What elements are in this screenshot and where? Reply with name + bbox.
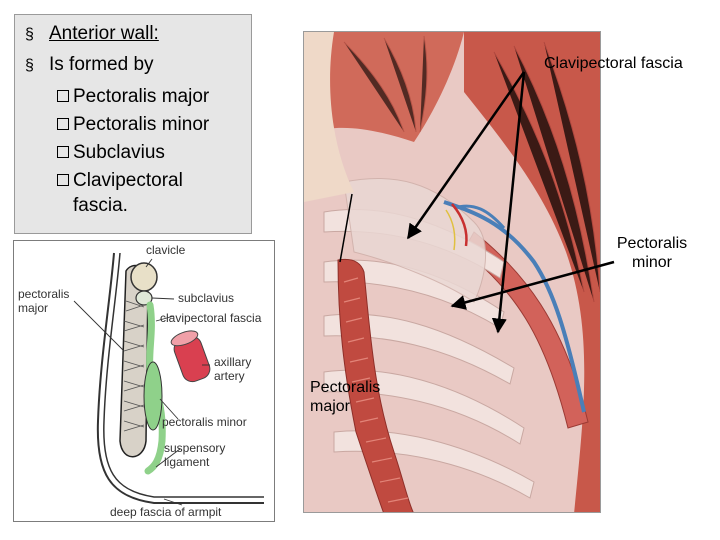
checkbox-bullet-icon	[57, 174, 69, 186]
list-item: Pectoralis major	[21, 81, 245, 109]
bullet-marker: §	[25, 26, 34, 43]
label-deep-fascia: deep fascia of armpit	[110, 505, 222, 519]
list-item-label: Subclavius	[73, 142, 165, 163]
label-axillary-artery: axillary artery	[214, 355, 252, 383]
checkbox-bullet-icon	[57, 118, 69, 130]
list-item-label: Pectoralis major	[73, 86, 210, 107]
list-item: Clavipectoral fascia.	[21, 165, 245, 218]
label-subclavius: subclavius	[178, 291, 235, 305]
intro-text: Is formed by	[49, 54, 154, 75]
cross-section-diagram: clavicle pectoralis major subclavius cla…	[13, 240, 275, 522]
label-clavicle: clavicle	[146, 243, 186, 257]
anatomy-drawing	[304, 32, 600, 512]
anterior-wall-heading: Anterior wall:	[49, 23, 159, 44]
callout-pectoralis-minor: Pectoralis minor	[616, 235, 688, 271]
list-item-label: Pectoralis minor	[73, 114, 210, 135]
label-pectoralis-minor: pectoralis minor	[162, 415, 247, 429]
text-panel: § Anterior wall: § Is formed by Pectoral…	[14, 14, 252, 234]
callout-clavipectoral-fascia: Clavipectoral fascia	[544, 55, 683, 72]
callout-pectoralis-major: Pectoralis major	[310, 379, 381, 415]
diagram-drawing	[73, 252, 264, 506]
bullet-heading: § Anterior wall:	[21, 19, 245, 50]
label-clavipectoral-fascia: clavipectoral fascia	[160, 311, 262, 325]
list-item: Subclavius	[21, 137, 245, 165]
checkbox-bullet-icon	[57, 90, 69, 102]
label-suspensory-ligament: suspensory ligament	[164, 441, 226, 469]
bullet-intro: § Is formed by	[21, 50, 245, 81]
bullet-marker: §	[25, 57, 34, 74]
anatomy-illustration	[303, 31, 601, 513]
list-item-label: Clavipectoral fascia.	[73, 170, 183, 216]
list-item: Pectoralis minor	[21, 109, 245, 137]
checkbox-bullet-icon	[57, 146, 69, 158]
label-pectoralis-major: pectoralis major	[18, 287, 70, 315]
